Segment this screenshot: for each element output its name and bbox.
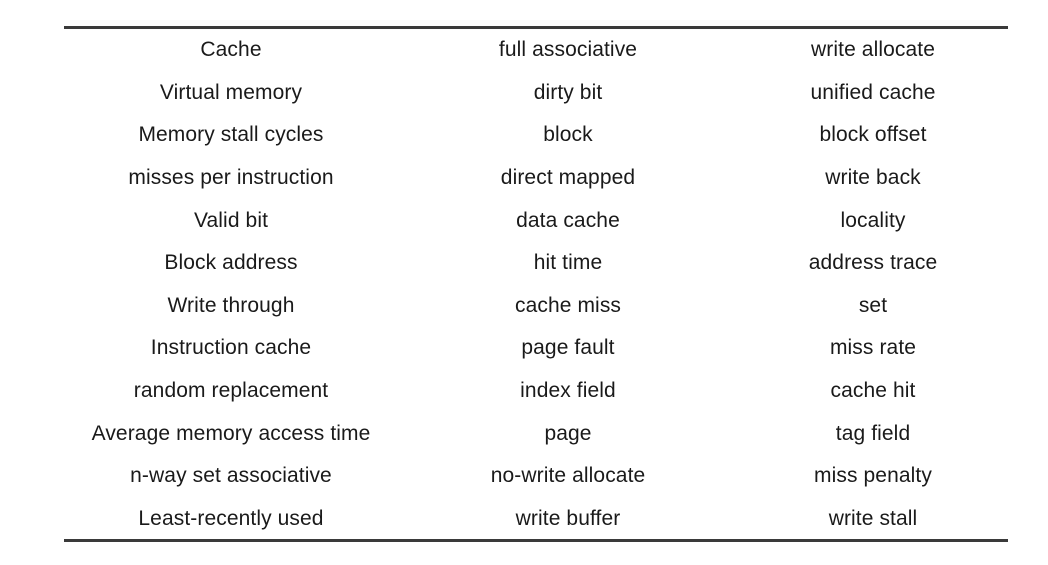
- table-cell-term: Valid bit: [193, 208, 269, 232]
- table-row: Least-recently used write buffer write s…: [64, 498, 1008, 541]
- table-row: Write through cache miss set: [64, 285, 1008, 328]
- table-top-rule: [64, 26, 1008, 29]
- table-cell-term: write back: [825, 166, 921, 189]
- table-cell-term: unified cache: [810, 80, 936, 104]
- table-cell-term: hit time: [533, 251, 603, 275]
- table-row: Average memory access time page tag fiel…: [64, 412, 1008, 455]
- table-row: Instruction cache page fault miss rate: [64, 327, 1008, 370]
- table-cell-term: Cache: [200, 38, 262, 62]
- table-cell-term: Average memory access time: [91, 421, 371, 445]
- table-cell-term: full associative: [498, 38, 638, 62]
- table-cell-term: block: [543, 123, 593, 147]
- table-cell-term: Virtual memory: [159, 80, 303, 104]
- table-row: Cache full associative write allocate: [64, 29, 1008, 72]
- table-cell-term: tag field: [835, 421, 911, 445]
- table-cell-term: index field: [520, 378, 616, 402]
- table-cell-term: n-way set associative: [130, 464, 332, 488]
- table-row: Valid bit data cache locality: [64, 199, 1008, 242]
- table-cell-term: write buffer: [515, 506, 621, 530]
- table-cell-term: Least-recently used: [138, 506, 324, 530]
- table-row: misses per instruction direct mapped wri…: [64, 157, 1008, 200]
- table-cell-term: write stall: [828, 506, 918, 530]
- table-cell-term: misses per instruction: [128, 166, 334, 189]
- table-cell-term: page: [544, 421, 592, 445]
- table-cell-term: cache miss: [514, 293, 622, 317]
- table-cell-term: page fault: [521, 336, 615, 360]
- table-cell-term: miss penalty: [814, 464, 932, 488]
- table-cell-term: data cache: [516, 208, 620, 232]
- table-row: Block address hit time address trace: [64, 242, 1008, 285]
- table-cell-term: block offset: [819, 123, 927, 147]
- table-row: Virtual memory dirty bit unified cache: [64, 72, 1008, 115]
- table-cell-term: Instruction cache: [150, 336, 312, 360]
- table-cell-term: address trace: [808, 251, 938, 275]
- terminology-table: Cache full associative write allocate Vi…: [64, 29, 1008, 540]
- table-cell-term: locality: [840, 208, 906, 232]
- table-cell-term: dirty bit: [533, 80, 603, 104]
- table-cell-term: Write through: [167, 293, 295, 317]
- table-cell-term: Memory stall cycles: [138, 123, 324, 147]
- table-cell-term: miss rate: [829, 336, 917, 360]
- table-cell-term: write allocate: [811, 38, 935, 62]
- table-cell-term: set: [858, 293, 888, 317]
- table-cell-term: no-write allocate: [490, 464, 646, 488]
- table-cell-term: direct mapped: [500, 166, 636, 189]
- table-row: random replacement index field cache hit: [64, 370, 1008, 413]
- table-row: n-way set associative no-write allocate …: [64, 455, 1008, 498]
- table-row: Memory stall cycles block block offset: [64, 114, 1008, 157]
- table-body: Cache full associative write allocate Vi…: [64, 29, 1008, 540]
- table-cell-term: random replacement: [133, 378, 329, 402]
- table-cell-term: cache hit: [830, 378, 916, 402]
- table-cell-term: Block address: [164, 251, 298, 275]
- table-bottom-rule: [64, 539, 1008, 542]
